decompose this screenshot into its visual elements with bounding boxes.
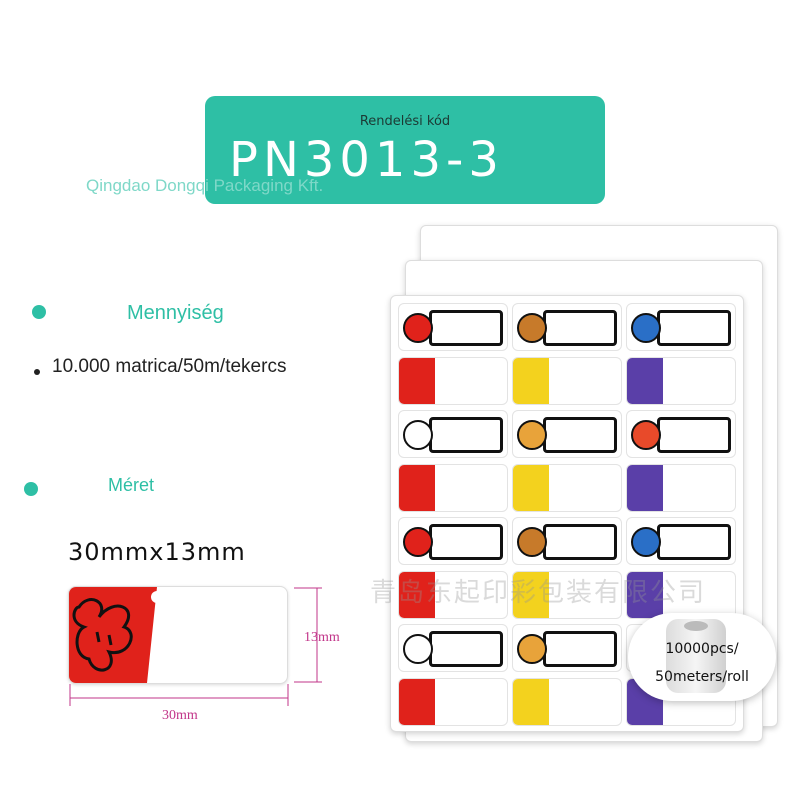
order-code-banner: Rendelési kód PN3013-3: [205, 96, 605, 204]
quantity-label: Mennyiség: [127, 302, 224, 324]
quantity-value: 10.000 matrica/50m/tekercs: [52, 356, 287, 377]
giraffe-icon: [517, 420, 547, 450]
red-character-icon: [399, 678, 435, 725]
watermark: 青岛东起印彩包装有限公司: [370, 578, 707, 608]
sticker-label: [626, 410, 736, 458]
label-roll: 10000pcs/ 50meters/roll: [628, 613, 776, 701]
burger-icon: [517, 527, 547, 557]
sticker-label: [626, 517, 736, 565]
sticker-label: [398, 570, 508, 619]
purple-character-icon: [627, 357, 663, 404]
roll-text-line1: 10000pcs/: [665, 641, 739, 657]
sticker-label: [398, 356, 508, 405]
bunny-icon: [403, 420, 433, 450]
sticker-label: [398, 517, 508, 565]
yellow-character-icon: [513, 357, 549, 404]
sticker-label: [626, 463, 736, 512]
name-frame: [657, 524, 731, 560]
name-frame: [543, 524, 617, 560]
order-code-label: Rendelési kód: [359, 114, 451, 129]
burger-icon: [517, 313, 547, 343]
yellow-character-icon: [513, 571, 549, 618]
name-frame: [657, 310, 731, 346]
name-frame: [543, 310, 617, 346]
height-dimension: 13mm: [304, 630, 340, 645]
yellow-character-icon: [513, 464, 549, 511]
sticker-label: [398, 624, 508, 672]
sticker-label: [626, 303, 736, 351]
name-frame: [543, 631, 617, 667]
width-dimension: 30mm: [162, 708, 198, 723]
name-frame: [429, 631, 503, 667]
giraffe-icon: [517, 634, 547, 664]
section-dot-icon: [24, 482, 38, 496]
size-label: Méret: [108, 475, 155, 495]
purple-character-icon: [627, 571, 663, 618]
name-frame: [657, 417, 731, 453]
sticker-label: [512, 356, 622, 405]
sticker-label: [398, 303, 508, 351]
controller-icon: [631, 527, 661, 557]
red-character-icon: [399, 464, 435, 511]
red-bunny-icon: [69, 587, 163, 683]
sticker-label: [398, 463, 508, 512]
sticker-label: [512, 677, 622, 726]
label-sample: [68, 586, 288, 684]
company-name: Qingdao Dongqi Packaging Kft.: [86, 176, 324, 195]
red-character-icon: [399, 357, 435, 404]
sheep-icon: [631, 420, 661, 450]
name-frame: [543, 417, 617, 453]
sticker-label: [512, 570, 622, 619]
name-frame: [429, 524, 503, 560]
size-value: 30mmx13mm: [68, 538, 246, 566]
yellow-character-icon: [513, 678, 549, 725]
purple-character-icon: [627, 464, 663, 511]
bunny-icon: [403, 634, 433, 664]
sticker-label: [512, 303, 622, 351]
dimension-lines: [69, 587, 322, 706]
controller-icon: [631, 313, 661, 343]
sticker-label: [626, 356, 736, 405]
name-frame: [429, 310, 503, 346]
sticker-label: [512, 463, 622, 512]
sticker-label: [512, 410, 622, 458]
red-character-icon: [399, 571, 435, 618]
roll-text-line2: 50meters/roll: [655, 669, 749, 685]
bullet-icon: [34, 369, 40, 375]
order-code: PN3013-3: [229, 132, 504, 188]
sticker-label: [398, 410, 508, 458]
sticker-label: [398, 677, 508, 726]
heart-icon: [403, 313, 433, 343]
heart-icon: [403, 527, 433, 557]
roll-core-icon: [684, 621, 708, 631]
name-frame: [429, 417, 503, 453]
sticker-label: [512, 624, 622, 672]
roll-icon: [666, 619, 726, 693]
section-dot-icon: [32, 305, 46, 319]
sticker-label: [512, 517, 622, 565]
